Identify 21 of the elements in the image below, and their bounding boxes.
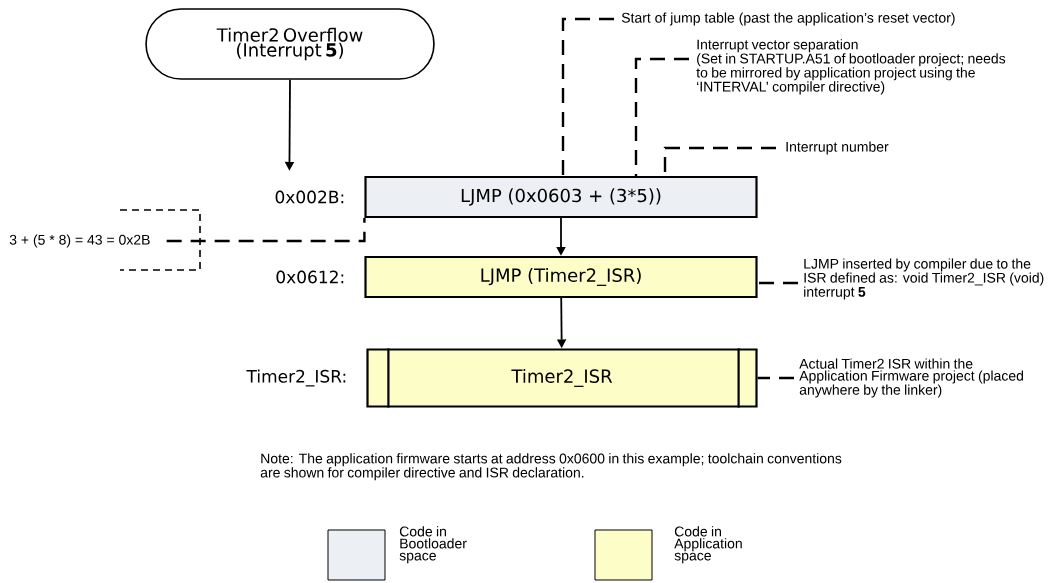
code-box: LJMP (Timer2_ISR)	[364, 255, 758, 299]
formula-text: 3 + (5 * 8) = 43 = 0x2B	[9, 234, 150, 248]
annotation-text: Actual Timer2 ISR within the Application Firmware project (placed anywhere by the linker)	[799, 358, 1023, 398]
leader-line	[561, 17, 614, 176]
address-label: 0x0612:	[276, 270, 344, 284]
annotation-text: Interrupt vector separation (Set in STARTUP.A51 of bootloader project; needs to be mirrored by application project using the ‘INTERVAL’ compiler directive)	[696, 39, 1006, 95]
leader-line	[634, 57, 689, 176]
legend-text: Code in Application space	[674, 526, 742, 564]
leader-line	[166, 218, 366, 243]
legend-text: Code in Bootloader space	[399, 526, 467, 564]
annotation-text: LJMP inserted by compiler due to the ISR defined as: void Timer2_ISR (void) interrupt 5	[804, 258, 1044, 300]
annotation-text: Start of jump table (past the application’s reset vector)	[621, 12, 955, 26]
routine-box: Timer2_ISR	[366, 348, 758, 408]
note-text: Note: The application firmware starts at address 0x0600 in this example; toolchain conventions are shown for compiler directive and ISR declaration.	[260, 453, 842, 481]
annotation-text: Interrupt number	[786, 141, 889, 155]
code-box: LJMP (0x0603 + (3*5))	[364, 175, 758, 219]
leader-line	[757, 281, 798, 285]
address-label: 0x002B:	[275, 190, 344, 204]
address-label: Timer2_ISR:	[246, 369, 346, 387]
leader-line	[757, 376, 794, 380]
event-terminal: Timer2 Overflow (Interrupt 5)	[145, 8, 435, 80]
